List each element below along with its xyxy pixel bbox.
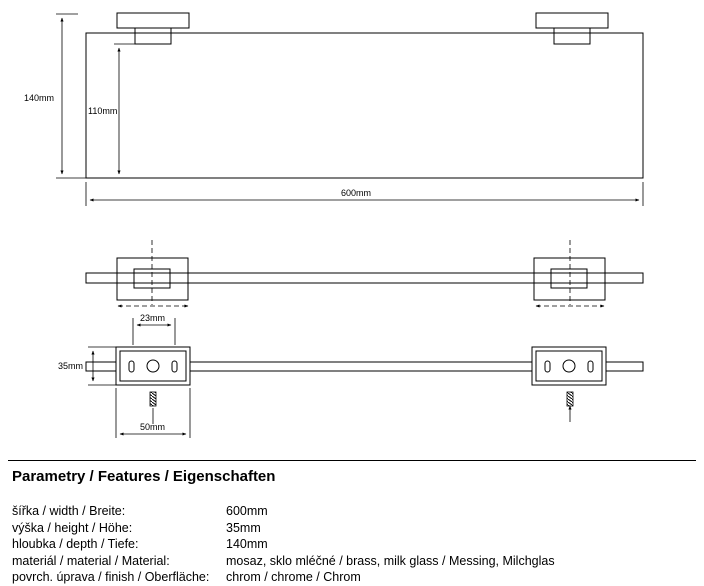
left-bracket-base (116, 12, 190, 29)
features-table: šířka / width / Breite: 600mm výška / he… (12, 503, 702, 586)
right-bracket-base (535, 12, 609, 29)
front-center-lines (118, 240, 604, 307)
left-bracket-clamp (134, 27, 172, 45)
depth-label: 140mm (24, 93, 54, 103)
front-left-bracket-outer (116, 257, 189, 301)
bracket-width-dimension (115, 388, 191, 438)
right-bracket-clamp (553, 27, 591, 45)
features-heading: Parametry / Features / Eigenschaften (12, 468, 276, 485)
spec-row-finish: povrch. úprava / finish / Oberfläche: ch… (12, 569, 702, 586)
bottom-left-bracket-outer (115, 346, 191, 386)
bottom-right-bracket-inner (535, 350, 603, 382)
hole-spacing-label: 23mm (140, 313, 165, 323)
spec-row-height: výška / height / Höhe: 35mm (12, 520, 702, 537)
height-dimension (114, 43, 135, 175)
spec-row-depth: hloubka / depth / Tiefe: 140mm (12, 536, 702, 553)
spec-value: mosaz, sklo mléčné / brass, milk glass /… (226, 553, 555, 568)
depth-dimension (56, 13, 86, 179)
spec-label: povrch. úprava / finish / Oberfläche: (12, 570, 210, 584)
spec-value: 140mm (226, 537, 268, 551)
spec-row-material: materiál / material / Material: mosaz, s… (12, 553, 702, 570)
right-screw (566, 391, 574, 422)
spec-label: hloubka / depth / Tiefe: (12, 537, 139, 551)
spec-label: šířka / width / Breite: (12, 504, 126, 518)
spec-label: materiál / material / Material: (12, 553, 170, 568)
width-label: 600mm (341, 188, 371, 198)
bar-height-dimension (88, 346, 116, 386)
front-right-bracket-outer (533, 257, 606, 301)
left-screw (149, 391, 157, 424)
bottom-bar (85, 361, 644, 372)
right-center-hole (562, 359, 576, 373)
technical-drawing: 140mm 110mm 600mm 23mm (24, 12, 644, 438)
glass-shelf-outline (85, 32, 644, 179)
bottom-view (85, 346, 644, 386)
right-slot-left (544, 360, 551, 373)
front-right-bracket-inner (550, 268, 588, 289)
left-slot-right (171, 360, 178, 373)
right-slot-right (587, 360, 594, 373)
section-divider (8, 460, 696, 461)
spec-row-width: šířka / width / Breite: 600mm (12, 503, 702, 520)
spec-label: výška / height / Höhe: (12, 520, 133, 535)
spec-value: chrom / chrome / Chrom (226, 570, 361, 584)
bottom-right-bracket-outer (531, 346, 607, 386)
bracket-width-label: 50mm (140, 422, 165, 432)
height-label: 110mm (88, 106, 117, 116)
bar-height-label: 35mm (58, 361, 83, 371)
top-view (85, 12, 644, 179)
bottom-left-bracket-inner (119, 350, 187, 382)
spec-value: 600mm (226, 504, 268, 518)
left-center-hole (146, 359, 160, 373)
left-slot-left (128, 360, 135, 373)
front-glass-bar (85, 272, 644, 284)
hole-spacing-dimension (132, 318, 176, 345)
width-dimension (85, 182, 644, 206)
spec-value: 35mm (226, 520, 261, 535)
front-view (85, 257, 644, 301)
